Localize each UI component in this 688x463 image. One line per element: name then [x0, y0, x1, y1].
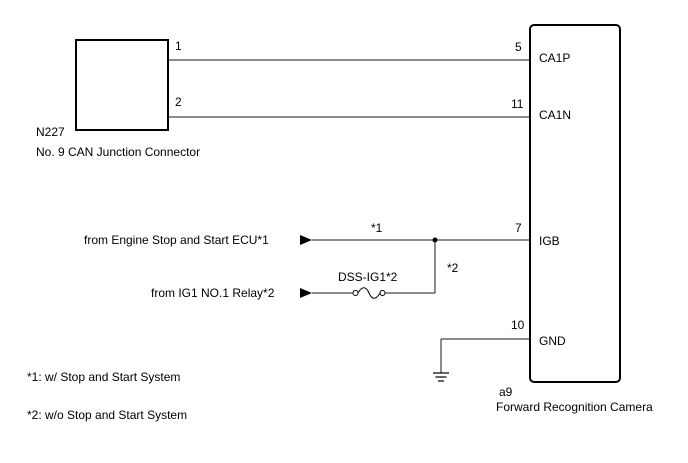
camera-pin-7-number: 7 — [515, 221, 522, 235]
ground-icon — [433, 372, 449, 382]
camera-pin-11-number: 11 — [511, 97, 524, 111]
camera-pin-ca1n-label: CA1N — [539, 108, 571, 122]
forward-recognition-camera-box — [529, 24, 621, 383]
relay-arrow-icon — [300, 288, 312, 298]
camera-pin-gnd-label: GND — [539, 334, 566, 348]
footnote-2: *2: w/o Stop and Start System — [27, 408, 187, 422]
ecu-source-label: from Engine Stop and Start ECU*1 — [84, 233, 269, 247]
camera-pin-igb-label: IGB — [539, 234, 560, 248]
connector-pin-1-label: 1 — [175, 39, 182, 53]
camera-pin-10-number: 10 — [511, 318, 525, 332]
camera-pin-5-number: 5 — [515, 40, 522, 54]
fuse-label: DSS-IG1*2 — [338, 270, 398, 284]
camera-ref: a9 — [499, 385, 513, 399]
can-junction-connector-box — [75, 39, 169, 131]
ecu-arrow-icon — [300, 235, 312, 245]
footnote-1: *1: w/ Stop and Start System — [27, 370, 180, 384]
fuse-icon — [352, 287, 386, 299]
connector-name: No. 9 CAN Junction Connector — [36, 145, 200, 159]
connector-ref: N227 — [36, 125, 65, 139]
wire-note-1: *1 — [371, 221, 383, 235]
relay-source-label: from IG1 NO.1 Relay*2 — [151, 286, 275, 300]
camera-name: Forward Recognition Camera — [496, 400, 653, 414]
wire-note-2: *2 — [447, 261, 459, 275]
camera-pin-ca1p-label: CA1P — [539, 51, 570, 65]
connector-pin-2-label: 2 — [175, 95, 182, 109]
